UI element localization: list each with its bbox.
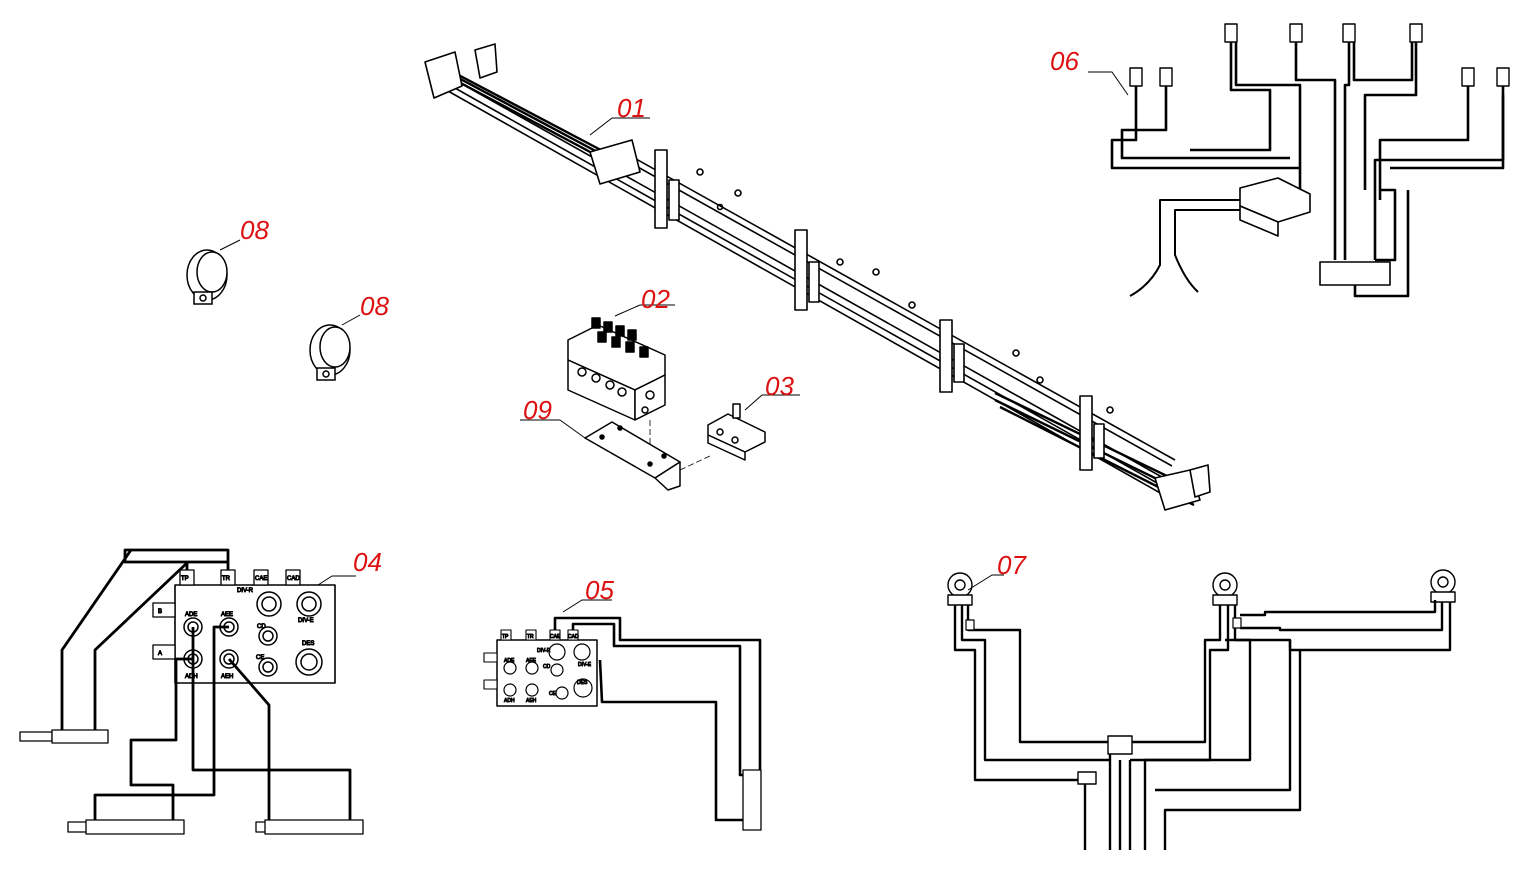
callout-07: 07 (997, 550, 1026, 580)
valve-block-02 (567, 304, 675, 465)
port05-label-adh: ADH (504, 698, 515, 704)
port-label-cd: CD (257, 624, 266, 630)
valve-03 (707, 394, 800, 461)
clamp-08-upper (186, 239, 241, 305)
port-label-cad: CAD (287, 576, 300, 582)
callout-04: 04 (353, 547, 382, 577)
port05-label-cd: CD (543, 664, 551, 670)
callout-08-upper: 08 (240, 215, 269, 245)
boom-assembly-01 (424, 43, 1211, 511)
clamp-08-lower (309, 314, 361, 381)
port05-label-aee: AEE (526, 658, 537, 664)
port-label-adh: ADH (185, 674, 198, 680)
port-label-div-e: DIV-E (298, 618, 314, 624)
mounting-plate-09 (520, 419, 713, 491)
port-label-tr: TR (222, 576, 231, 582)
port-label-b: B (158, 609, 162, 615)
port05-label-tp: TP (502, 634, 509, 640)
port-label-aee: AEE (221, 612, 233, 618)
port-label-aeh: AEH (221, 674, 233, 680)
port05-label-des: DES (577, 680, 588, 686)
callout-09: 09 (523, 395, 552, 425)
hose-assembly-06 (1088, 23, 1510, 298)
port-label-div-r: DIV-R (237, 588, 254, 594)
schematic-05: TP TR CAE CAD ADE AEE DIV-R DIV-E CD CE … (483, 599, 762, 831)
callout-08-lower: 08 (360, 291, 389, 321)
port-label-des: DES (302, 641, 314, 647)
port05-label-div-r: DIV-R (537, 648, 551, 654)
port05-label-cad: CAD (568, 634, 579, 640)
port05-label-ade: ADE (504, 658, 515, 664)
port-label-ce: CE (256, 655, 264, 661)
port05-label-div-e: DIV-E (578, 662, 592, 668)
port-label-cae: CAE (255, 576, 267, 582)
callout-06: 06 (1050, 46, 1079, 76)
port-label-tp: TP (181, 576, 189, 582)
port05-label-ce: CE (549, 691, 557, 697)
callout-02: 02 (641, 284, 670, 314)
schematic-04: TP TR CAE CAD B A ADE AEE DIV-R DIV-E CD… (19, 548, 364, 835)
port05-label-cae: CAE (550, 634, 561, 640)
port05-label-tr: TR (527, 634, 534, 640)
port-label-a: A (158, 651, 162, 657)
callout-01: 01 (617, 93, 646, 123)
port-label-ade: ADE (185, 612, 197, 618)
hose-assembly-07 (947, 569, 1456, 850)
port05-label-aeh: AEH (526, 698, 537, 704)
callout-05: 05 (585, 575, 614, 605)
callout-03: 03 (765, 371, 794, 401)
